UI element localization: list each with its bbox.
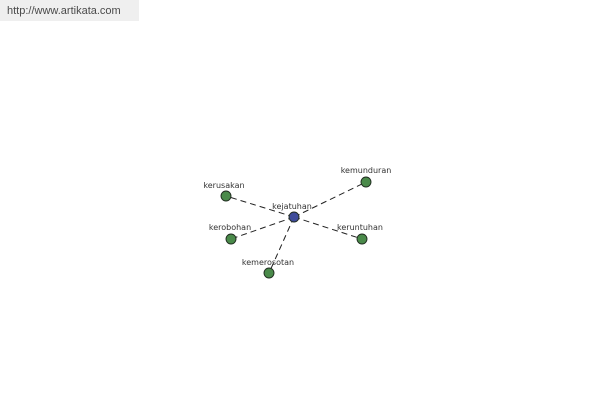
node-label-kejatuhan[interactable]: kejatuhan bbox=[272, 202, 312, 211]
node-dot-keruntuhan[interactable] bbox=[356, 233, 368, 245]
node-label-kerusakan[interactable]: kerusakan bbox=[203, 181, 244, 190]
edge-kejatuhan-kerobohan bbox=[230, 216, 295, 240]
node-label-kemerosotan[interactable]: kemerosotan bbox=[242, 258, 294, 267]
node-dot-kejatuhan[interactable] bbox=[288, 211, 300, 223]
node-kemunduran[interactable]: kemunduran bbox=[341, 166, 392, 188]
center-node-kejatuhan[interactable]: kejatuhan bbox=[272, 202, 312, 223]
site-url-label[interactable]: http://www.artikata.com bbox=[0, 0, 139, 21]
node-keruntuhan[interactable]: keruntuhan bbox=[337, 223, 383, 245]
node-label-kerobohan[interactable]: kerobohan bbox=[209, 223, 251, 232]
node-label-kemunduran[interactable]: kemunduran bbox=[341, 166, 392, 175]
node-kerobohan[interactable]: kerobohan bbox=[209, 223, 251, 245]
edge-kejatuhan-keruntuhan bbox=[293, 216, 363, 240]
edge-kejatuhan-kemunduran bbox=[293, 181, 367, 218]
edges-layer bbox=[225, 181, 367, 274]
node-label-keruntuhan[interactable]: keruntuhan bbox=[337, 223, 383, 232]
node-dot-kemunduran[interactable] bbox=[360, 176, 372, 188]
nodes-layer: kemunduran kerusakan kerobohan keruntuhan ke… bbox=[203, 166, 392, 279]
node-kerusakan[interactable]: kerusakan bbox=[203, 181, 245, 202]
node-dot-kemerosotan[interactable] bbox=[263, 267, 275, 279]
node-kemerosotan[interactable]: kemerosotan bbox=[242, 258, 294, 279]
node-dot-kerobohan[interactable] bbox=[225, 233, 237, 245]
node-dot-kerusakan[interactable] bbox=[220, 190, 232, 202]
edge-kejatuhan-kerusakan bbox=[225, 195, 295, 218]
edge-kejatuhan-kemerosotan bbox=[268, 216, 295, 274]
